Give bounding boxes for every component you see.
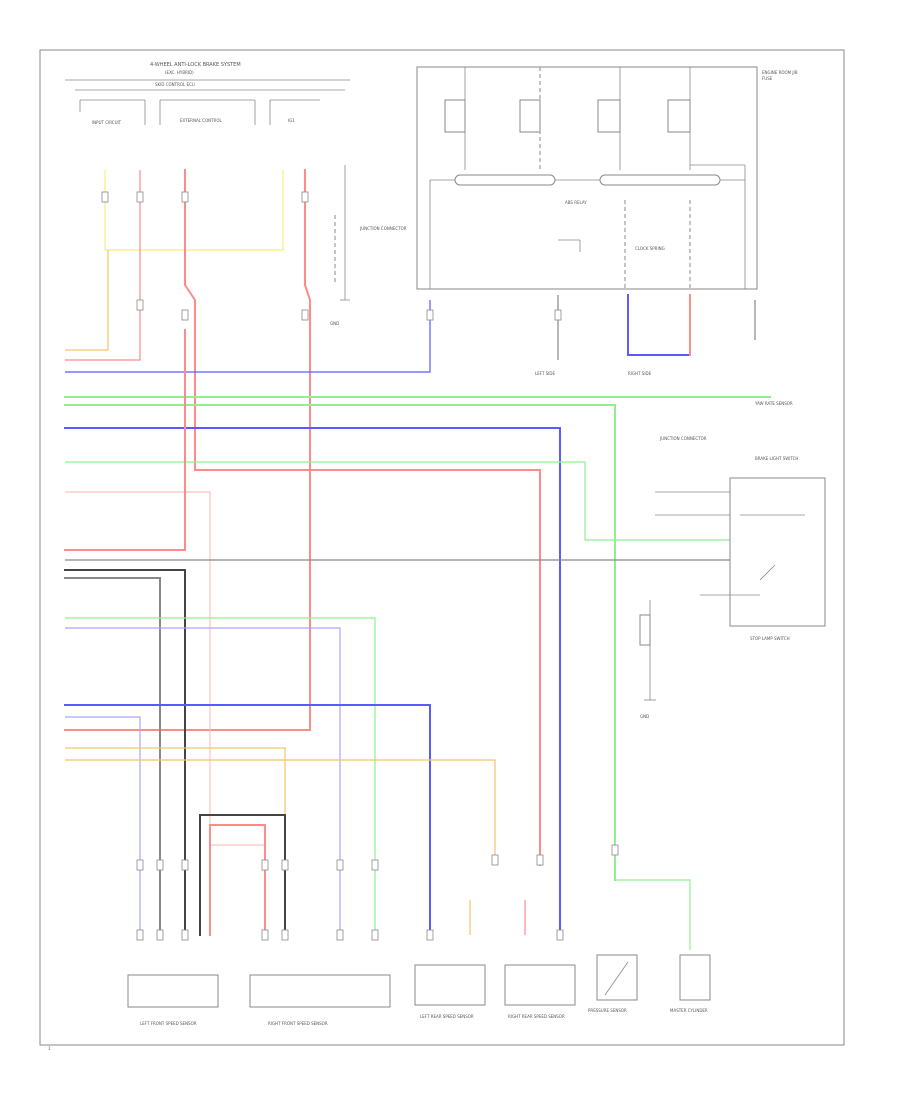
front-right-sensor-label: RIGHT FRONT SPEED SENSOR xyxy=(268,1021,328,1026)
section-external: EXTERNAL CONTROL xyxy=(180,118,222,123)
footer-code: 1 xyxy=(48,1046,51,1051)
top-unit-sub: (EXC. HYBRID) xyxy=(165,70,194,75)
pressure-sensor-label: PRESSURE SENSOR xyxy=(588,1008,627,1013)
top-unit-label: 4-WHEEL ANTI-LOCK BRAKE SYSTEM xyxy=(150,62,241,68)
abs-relay-label: ABS RELAY xyxy=(565,200,587,205)
relay-box-label: ENGINE ROOM J/B xyxy=(762,70,798,75)
junction-2-label: JUNCTION CONNECTOR xyxy=(659,436,707,441)
control-module-header: 4-WHEEL ANTI-LOCK BRAKE SYSTEM (EXC. HYB… xyxy=(65,62,350,125)
front-left-sensor-label: LEFT FRONT SPEED SENSOR xyxy=(140,1021,197,1026)
ground-1-label: GND xyxy=(330,321,339,326)
brake-switch-block: BRAKE LIGHT SWITCH STOP LAMP SWITCH JUNC… xyxy=(639,436,826,719)
connector-marks xyxy=(101,191,619,941)
cb-right-label: RIGHT SIDE xyxy=(628,371,652,376)
cb-left-label: LEFT SIDE xyxy=(535,371,556,376)
master-cyl-label: MASTER CYLINDER xyxy=(670,1008,708,1013)
section-ig1: IG1 xyxy=(288,118,295,123)
rear-left-sensor-label: LEFT REAR SPEED SENSOR xyxy=(420,1014,474,1019)
relay-box: ENGINE ROOM J/B FUSE ABS RELAY CLOCK SPR… xyxy=(416,66,798,290)
ground-2-label: GND xyxy=(640,714,649,719)
top-module-label: SKID CONTROL ECU xyxy=(155,82,195,87)
junction-1-label: JUNCTION CONNECTOR xyxy=(359,226,407,231)
junction-top: JUNCTION CONNECTOR GND xyxy=(330,165,407,326)
section-input: INPUT CIRCUIT xyxy=(92,120,122,125)
rear-right-sensor-label: RIGHT REAR SPEED SENSOR xyxy=(508,1014,565,1019)
relay-box-sub: FUSE xyxy=(762,76,773,81)
clock-spring-label: CLOCK SPRING xyxy=(635,246,665,251)
diagram-frame xyxy=(39,49,845,1046)
yaw-sensor-label: YAW RATE SENSOR xyxy=(754,401,793,406)
brake-switch-label: BRAKE LIGHT SWITCH xyxy=(755,456,798,461)
bottom-components: LEFT FRONT SPEED SENSOR RIGHT FRONT SPEE… xyxy=(127,371,793,1026)
stop-lamp-label: STOP LAMP SWITCH xyxy=(750,636,790,641)
